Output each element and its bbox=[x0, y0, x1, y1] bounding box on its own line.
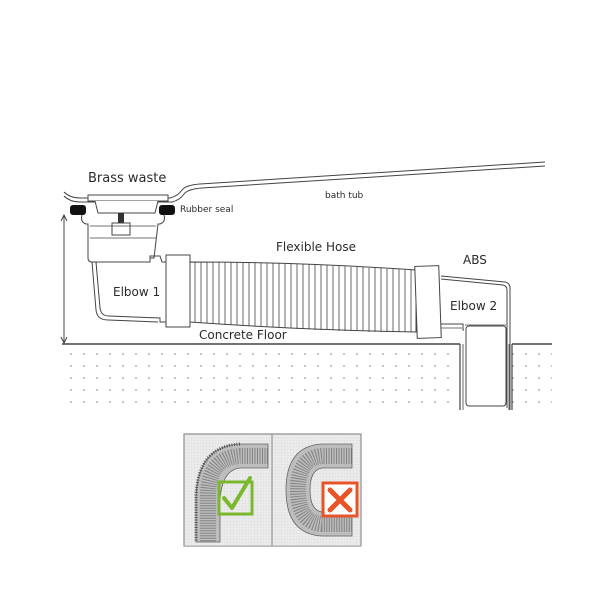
elbow-1-label: Elbow 1 bbox=[113, 285, 160, 299]
elbow-2 bbox=[440, 275, 511, 410]
elbow-2-label: Elbow 2 bbox=[450, 299, 497, 313]
abs-label: ABS bbox=[463, 253, 487, 267]
rubber-seal-left bbox=[70, 205, 86, 215]
brass-waste bbox=[81, 194, 169, 263]
check-icon bbox=[217, 476, 254, 516]
concrete-floor bbox=[62, 343, 552, 410]
bath-tub bbox=[63, 161, 546, 203]
concrete-floor-label: Concrete Floor bbox=[199, 328, 287, 342]
cross-icon bbox=[321, 481, 359, 518]
brass-waste-label: Brass waste bbox=[88, 171, 166, 186]
coupler-left bbox=[165, 254, 191, 328]
correct-bend-hose bbox=[194, 442, 269, 543]
rubber-seal-right bbox=[159, 205, 175, 215]
elbow-1 bbox=[91, 255, 168, 323]
coupler-right bbox=[414, 265, 442, 339]
bend-guide bbox=[183, 433, 362, 547]
flexible-hose-label: Flexible Hose bbox=[276, 240, 356, 254]
height-dimension-arrow bbox=[60, 213, 68, 345]
bath-tub-label: bath tub bbox=[325, 191, 364, 201]
rubber-seal-label: Rubber seal bbox=[180, 205, 233, 215]
flexible-hose bbox=[189, 261, 417, 333]
